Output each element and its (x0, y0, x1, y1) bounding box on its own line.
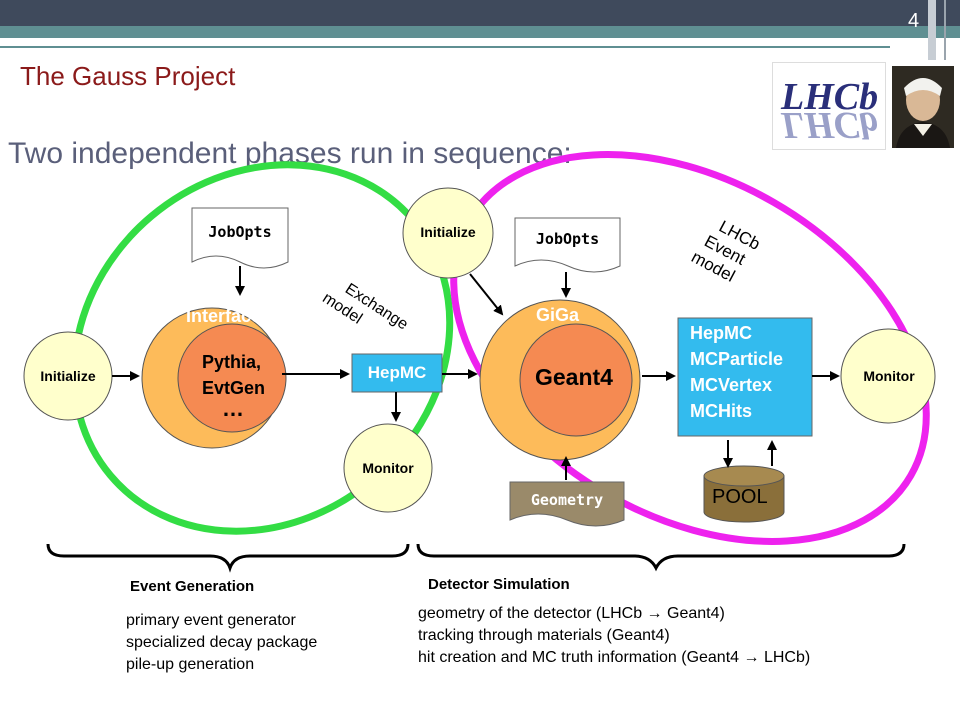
detector-simulation-item: geometry of the detector (LHCb → Geant4) (418, 605, 725, 622)
simulation-jobopts-doc[interactable] (514, 217, 621, 273)
event-generation-heading: Event Generation (130, 578, 255, 595)
simulation-monitor-circle[interactable] (840, 328, 936, 424)
header-thin-line (0, 46, 890, 48)
lhcb-logo: LHCb LHCb (772, 62, 886, 150)
portrait-image (892, 66, 954, 148)
generation-monitor-label: Monitor (362, 460, 414, 476)
hepmc-label: HepMC (367, 363, 427, 382)
header-accent-bar (0, 26, 960, 38)
event-model-mchits: MCHits (690, 401, 752, 421)
geant4-inner-circle (519, 323, 633, 437)
detector-simulation-list: geometry of the detector (LHCb → Geant4)… (418, 603, 810, 669)
event-model-hepmc: HepMC (690, 323, 752, 343)
lhcb-logo-text: LHCb (780, 76, 878, 118)
evtgen-label: EvtGen (202, 378, 266, 398)
lhcb-logo-reflection: LHCb (780, 104, 878, 146)
arrow-initialize-to-giga (469, 273, 504, 316)
right-edge-bar (928, 0, 936, 60)
event-generation-brace (46, 543, 410, 573)
generation-monitor-circle[interactable] (343, 423, 433, 513)
event-model-box[interactable] (677, 317, 813, 437)
pythia-label: Pythia, (202, 352, 262, 372)
pythia-inner-circle (177, 323, 287, 433)
simulation-initialize-circle[interactable] (402, 187, 494, 279)
slide-title: The Gauss Project (20, 61, 236, 91)
generation-jobopts-label: JobOpts (208, 223, 272, 241)
generation-initialize-label: Initialize (40, 368, 96, 384)
pool-cylinder[interactable] (703, 465, 785, 523)
event-model-mcparticle: MCParticle (690, 349, 784, 369)
simulation-initialize-label: Initialize (420, 224, 476, 240)
event-generation-item: primary event generator (126, 612, 296, 629)
event-model-list: HepMC MCParticle MCVertex MCHits (690, 320, 783, 424)
engine-more-label: … (222, 396, 244, 421)
simulation-monitor-label: Monitor (863, 368, 915, 384)
detector-simulation-brace (416, 543, 906, 572)
event-generation-item: specialized decay package (126, 634, 318, 651)
lhcb-logo-graphic: LHCb LHCb (780, 76, 878, 146)
simulation-jobopts-label: JobOpts (535, 230, 600, 248)
generation-jobopts-doc[interactable] (191, 207, 289, 269)
interface-label: Interface (186, 306, 262, 326)
geometry-label: Geometry (530, 491, 604, 509)
detector-simulation-item: hit creation and MC truth information (G… (418, 649, 811, 666)
geometry-doc[interactable] (509, 481, 625, 527)
event-generation-list: primary event generator specialized deca… (126, 610, 317, 676)
event-generation-item: pile-up generation (126, 656, 255, 673)
pool-label: POOL (712, 486, 768, 508)
page-number: 4 (908, 10, 920, 32)
right-edge-line (944, 0, 946, 60)
header-bar (0, 0, 960, 26)
geant4-label: Geant4 (535, 364, 613, 390)
detector-simulation-item: tracking through materials (Geant4) (418, 627, 670, 644)
event-model-mcvertex: MCVertex (690, 375, 773, 395)
giga-label: GiGa (536, 305, 580, 325)
detector-simulation-heading: Detector Simulation (428, 576, 570, 593)
